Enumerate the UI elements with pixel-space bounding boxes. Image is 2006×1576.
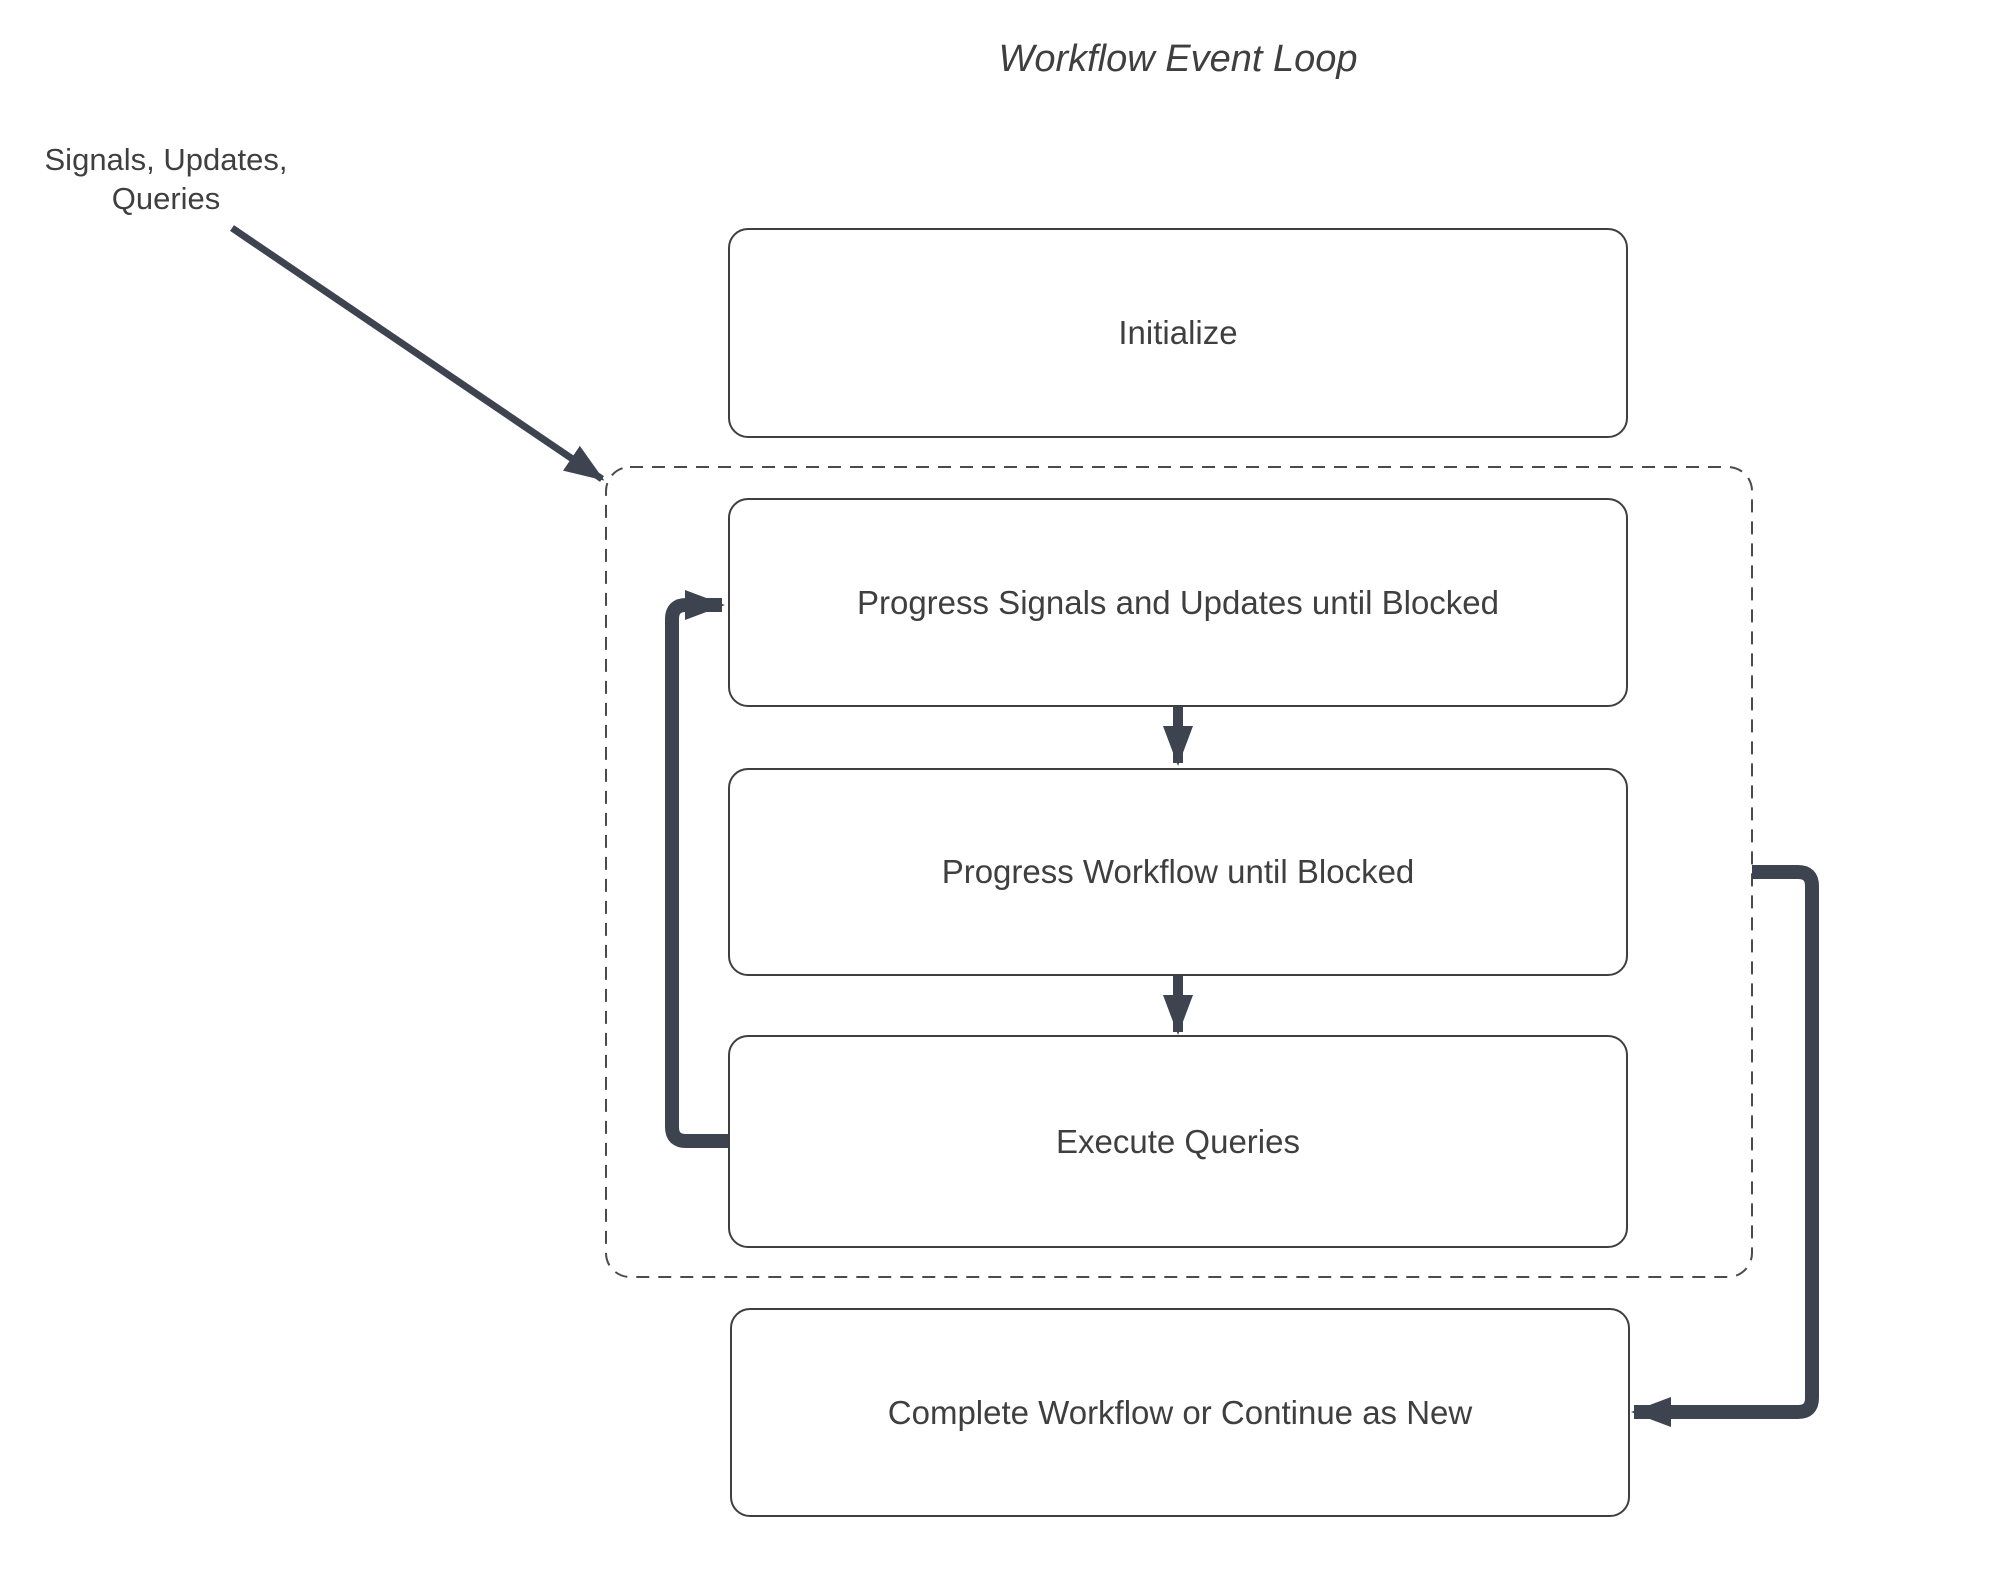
node-initialize-label: Initialize <box>1118 314 1238 352</box>
node-progress-workflow-label: Progress Workflow until Blocked <box>941 853 1415 891</box>
node-initialize: Initialize <box>728 228 1628 438</box>
node-progress-workflow: Progress Workflow until Blocked <box>728 768 1628 976</box>
signals-into-loop-arrow <box>230 225 605 482</box>
node-complete-workflow-label: Complete Workflow or Continue as New <box>887 1393 1473 1431</box>
loop-to-complete-arrow <box>1631 865 1819 1427</box>
node-progress-signals-updates: Progress Signals and Updates until Block… <box>728 498 1628 707</box>
queries-loop-back-arrow <box>665 590 728 1148</box>
node-execute-queries: Execute Queries <box>728 1035 1628 1248</box>
diagram-title: Workflow Event Loop <box>998 38 1358 80</box>
node-execute-queries-label: Execute Queries <box>1056 1122 1300 1160</box>
node-complete-workflow: Complete Workflow or Continue as New <box>730 1308 1630 1517</box>
external-inputs-label: Signals, Updates, Queries <box>44 142 288 216</box>
node-progress-signals-updates-label: Progress Signals and Updates until Block… <box>856 583 1500 621</box>
